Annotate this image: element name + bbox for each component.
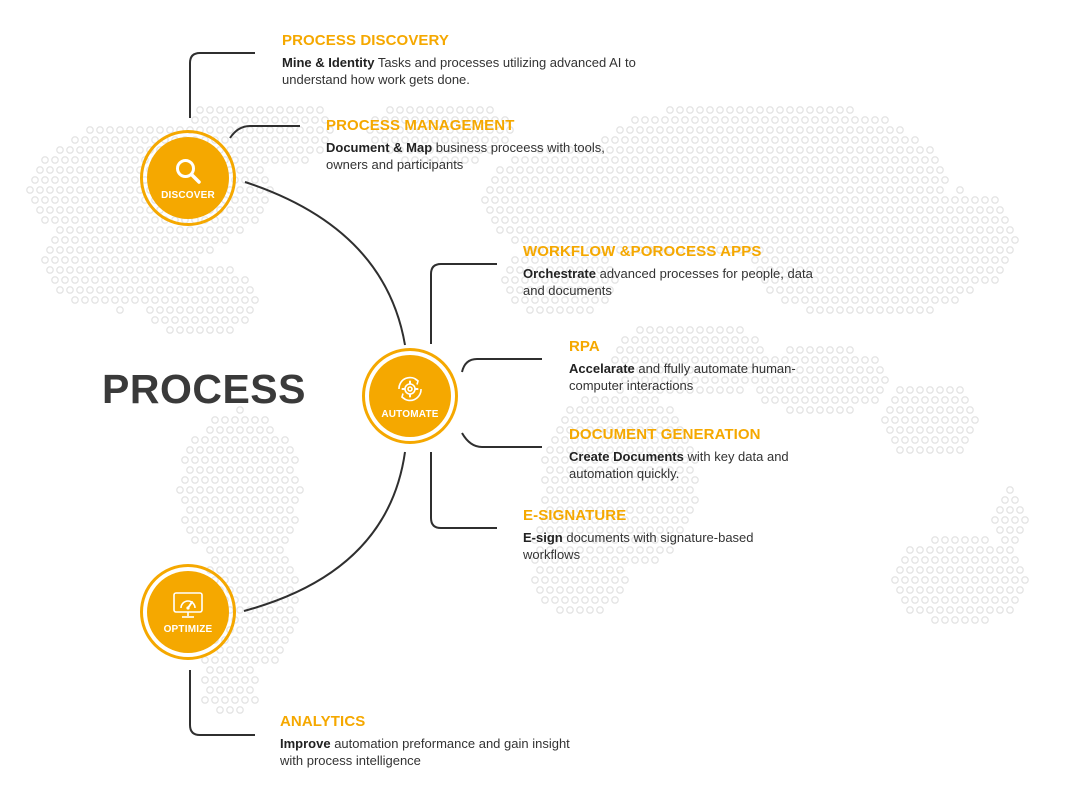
- block-desc: Accelarate and ffully automate human-com…: [569, 361, 796, 393]
- node-label-automate: AUTOMATE: [381, 408, 439, 420]
- node-optimize[interactable]: OPTIMIZE: [140, 564, 236, 660]
- connector-analytics: [189, 670, 255, 736]
- block-title: E-SIGNATURE: [523, 507, 627, 524]
- node-automate[interactable]: AUTOMATE: [362, 348, 458, 444]
- block-rpa: RPA Accelarate and ffully automate human…: [569, 338, 799, 394]
- node-discover[interactable]: DISCOVER: [140, 130, 236, 226]
- connector-document-generation: [461, 432, 542, 448]
- block-desc: Improve automation preformance and gain …: [280, 736, 570, 768]
- block-title: DOCUMENT GENERATION: [569, 426, 761, 443]
- block-e-signature: E-SIGNATURE E-sign documents with signat…: [523, 507, 793, 563]
- gear-cycle-icon: [398, 376, 422, 401]
- block-process-discovery: PROCESS DISCOVERY Mine & Identity Tasks …: [282, 32, 642, 88]
- search-icon: [176, 158, 201, 184]
- main-arc-lower: [243, 451, 406, 612]
- block-title: ANALYTICS: [280, 713, 366, 730]
- block-title: WORKFLOW &POROCESS APPS: [523, 243, 762, 260]
- connector-e-signature: [430, 452, 497, 529]
- block-desc: E-sign documents with signature-based wo…: [523, 530, 754, 562]
- block-title: PROCESS MANAGEMENT: [326, 117, 515, 134]
- main-arc-upper: [244, 181, 406, 346]
- block-desc: Document & Map business proceess with to…: [326, 140, 605, 172]
- connector-process-discovery: [189, 52, 255, 118]
- block-desc: Orchestrate advanced processes for peopl…: [523, 266, 813, 298]
- block-title: RPA: [569, 338, 600, 355]
- block-desc: Create Documents with key data and autom…: [569, 449, 789, 481]
- block-analytics: ANALYTICS Improve automation preformance…: [280, 713, 570, 769]
- connector-rpa: [461, 358, 542, 373]
- block-process-management: PROCESS MANAGEMENT Document & Map busine…: [326, 117, 636, 173]
- connector-workflow-apps: [430, 263, 497, 344]
- node-label-optimize: OPTIMIZE: [163, 623, 213, 635]
- block-title: PROCESS DISCOVERY: [282, 32, 450, 49]
- node-label-discover: DISCOVER: [161, 189, 215, 201]
- connector-process-management: [229, 125, 300, 139]
- block-workflow-apps: WORKFLOW &POROCESS APPS Orchestrate adva…: [523, 243, 823, 299]
- page-title: PROCESS: [102, 366, 306, 412]
- dashboard-gauge-icon: [173, 591, 203, 618]
- block-document-generation: DOCUMENT GENERATION Create Documents wit…: [569, 426, 819, 482]
- block-desc: Mine & Identity Tasks and processes util…: [282, 55, 636, 87]
